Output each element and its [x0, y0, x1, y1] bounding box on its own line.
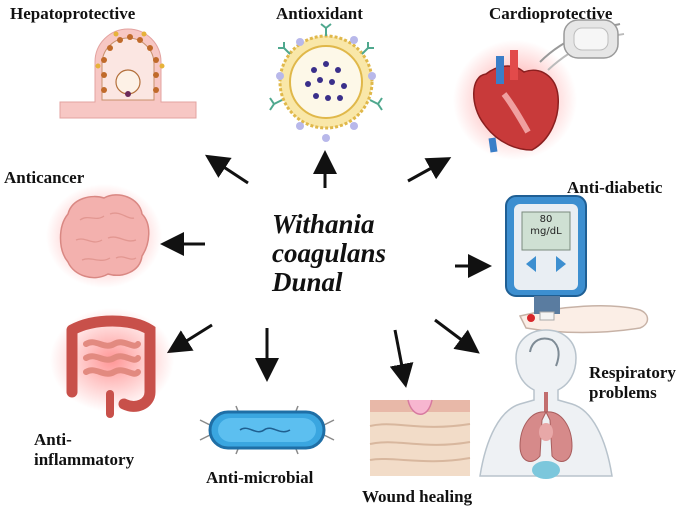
label-respiratory-line1: Respiratory [589, 363, 676, 382]
bacterium-illustration [199, 405, 335, 455]
label-antidiabetic: Anti-diabetic [567, 178, 663, 197]
glucometer-readout: 80 mg/dL [522, 214, 570, 238]
skin-illustration [369, 399, 471, 476]
label-antiinflammatory-line1: Anti- [34, 430, 72, 449]
center-title-line1: Withania [272, 209, 375, 239]
arrow-cardioprotective [407, 157, 452, 183]
label-cardioprotective: Cardioprotective [489, 4, 613, 23]
arrow-respiratory [434, 318, 480, 354]
glucose-unit: mg/dL [530, 226, 562, 237]
tumor-illustration [46, 184, 162, 288]
intestine-illustration [50, 308, 174, 418]
label-antioxidant: Antioxidant [276, 4, 363, 23]
hepatocyte-illustration [59, 28, 197, 119]
liposome-illustration [269, 23, 383, 142]
arrow-hepatoprotective [204, 154, 249, 185]
label-wound-healing: Wound healing [362, 487, 473, 506]
respiratory-illustration [479, 329, 613, 479]
label-hepatoprotective: Hepatoprotective [10, 4, 136, 23]
label-antimicrobial: Anti-microbial [206, 468, 314, 487]
heart-illustration [453, 19, 625, 160]
center-title: Withania coagulans Dunal [272, 210, 386, 297]
glucometer-illustration [505, 195, 649, 334]
arrow-antiinflammatory [166, 323, 213, 354]
glucose-value: 80 [539, 214, 553, 225]
label-antiinflammatory-line2: inflammatory [34, 450, 135, 469]
arrows [160, 150, 492, 388]
center-title-line2: coagulans [272, 238, 387, 268]
label-anticancer: Anticancer [4, 168, 85, 187]
label-respiratory-line2: problems [589, 383, 657, 402]
arrow-wound-healing [389, 329, 414, 388]
center-title-line3: Dunal [272, 267, 343, 297]
